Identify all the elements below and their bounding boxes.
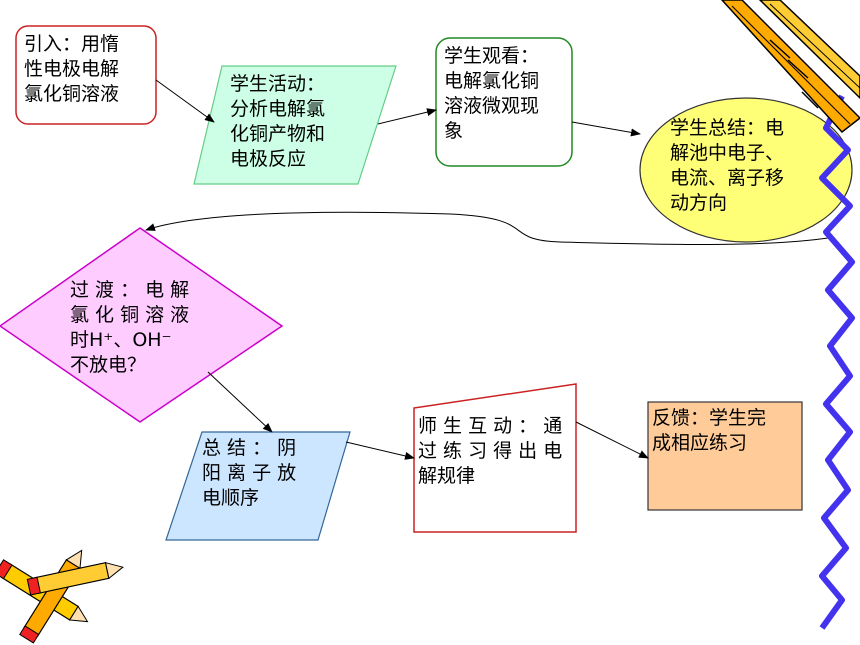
arrow-activity-observe — [377, 108, 437, 125]
order-parallelogram — [165, 431, 351, 541]
transition-diamond — [0, 227, 284, 423]
observe-label: 学生观看： 电解氯化铜 溶液微观现 象 — [444, 45, 540, 142]
order-label: 总 结 ： 阴 阳 离 子 放 电顺序 — [202, 437, 297, 509]
transition-label: 过 渡 ： 电 解 氯 化 铜 溶 液 时H⁺、OH⁻ 不放电？ — [70, 279, 190, 376]
arrow-intro-activity — [155, 79, 215, 123]
activity-parallelogram — [193, 65, 397, 185]
feedback-label: 反馈：学生完 成相应练习 — [652, 407, 767, 454]
feedback-box — [647, 401, 803, 511]
arrow-observe-summary — [571, 121, 641, 137]
interact-label: 师 生 互 动 ： 通 过 练 习 得 出 电 解规律 — [418, 415, 563, 487]
interact-box — [413, 383, 577, 533]
arrow-interact-feedback — [575, 421, 649, 459]
observe-box — [435, 37, 573, 167]
ribbon-decoration — [819, 94, 855, 630]
pencils-cluster-icon — [0, 549, 124, 644]
summary-label: 学生总结：电 解池中电子、 电流、离子移 动方向 — [670, 117, 785, 214]
pencils-icon — [720, 0, 860, 134]
summary-ellipse — [639, 97, 853, 243]
intro-label: 引入：用惰 性电极电解 氯化铜溶液 — [24, 33, 120, 105]
arrow-summary-transition — [145, 211, 829, 245]
arrow-transition-order — [207, 371, 273, 433]
arrow-order-interact — [345, 441, 415, 460]
intro-box — [15, 25, 157, 125]
activity-label: 学生活动： 分析电解氯 化铜产物和 电极反应 — [230, 73, 326, 170]
